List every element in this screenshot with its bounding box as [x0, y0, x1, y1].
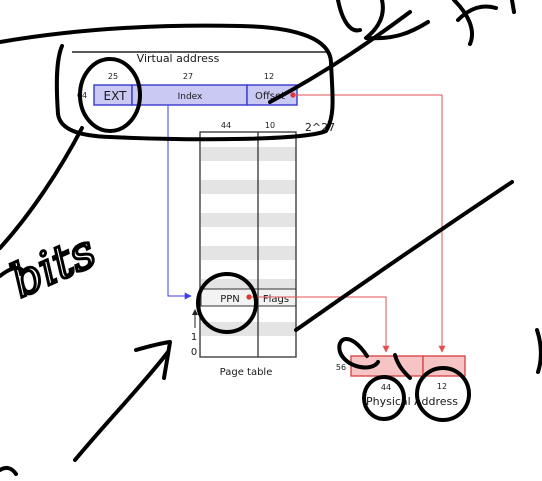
- offset-label: Offset: [255, 91, 285, 102]
- index-bits: 27: [183, 72, 193, 81]
- ink-fragment-right: [535, 328, 542, 374]
- connectors: [167, 92, 446, 353]
- physical-address-caption: Physical Address: [366, 395, 458, 408]
- index-to-entry-arrow: [167, 105, 192, 300]
- ink-arrow-shaft: [73, 350, 170, 462]
- physical-address-width: 56: [336, 363, 346, 372]
- ink-fragment-bottom-left: [0, 465, 18, 476]
- page-table: 44 10 2^27 PPN Flags 1 0 Page table: [191, 121, 335, 378]
- virtual-address-title: Virtual address: [137, 52, 220, 65]
- ink-loop-physical-left: [337, 337, 380, 370]
- ink-circle-ppn: [196, 272, 258, 334]
- bits-word-text: bits: [3, 224, 104, 308]
- row-index-0: 0: [191, 347, 197, 358]
- ink-circle-ext: [78, 57, 142, 133]
- ext-label: EXT: [104, 89, 128, 103]
- offset-bits: 12: [264, 72, 274, 81]
- offset-to-physical-arrow: [293, 94, 446, 353]
- physical-ppn-bits: 44: [381, 383, 391, 392]
- ink-arrow-head: [134, 340, 172, 380]
- ink-fragment-left: [0, 266, 24, 278]
- ppn-bits: 44: [221, 121, 231, 130]
- ink-scribble-top: [336, 0, 430, 41]
- table-stripes: [201, 147, 296, 336]
- row-index-1: 1: [191, 332, 197, 343]
- ink-tick-physical: [393, 353, 412, 380]
- physical-offset-bits: 12: [437, 382, 447, 391]
- page-table-caption: Page table: [220, 367, 273, 378]
- ext-bits: 25: [108, 72, 118, 81]
- flags-label: Flags: [263, 294, 289, 305]
- ink-stroke-offset: [268, 10, 412, 104]
- index-label: Index: [178, 92, 203, 102]
- ppn-label: PPN: [220, 294, 240, 305]
- ink-tick-top-right: [510, 0, 516, 14]
- ink-stroke-from-ext: [0, 126, 84, 250]
- flags-bits: 10: [265, 121, 275, 130]
- row-index-arrowhead: [192, 309, 198, 315]
- ink-circle-12: [415, 366, 471, 422]
- ink-circle-44: [362, 375, 406, 421]
- page-table-frame: [199, 131, 297, 358]
- ink-bits-word: bits: [1, 222, 105, 309]
- ink-line-to-physical: [294, 180, 514, 332]
- ppn-to-physical-arrow: [249, 296, 390, 353]
- ink-loop-virtual-address: [0, 23, 335, 142]
- ink-scribble-top-right: [452, 0, 498, 46]
